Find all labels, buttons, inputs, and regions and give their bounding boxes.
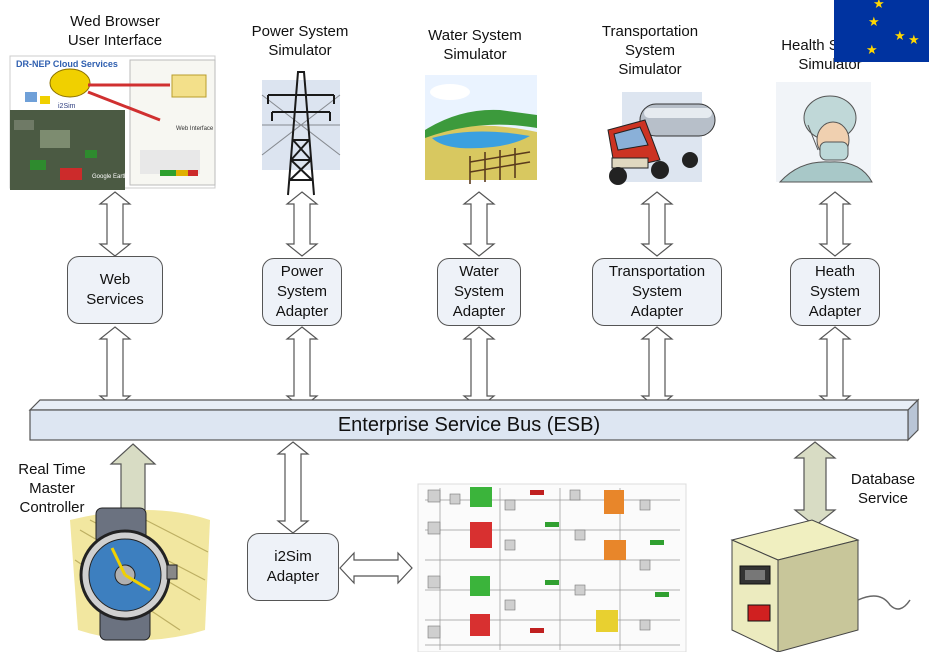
svg-text:★: ★ xyxy=(908,33,920,48)
svg-text:★: ★ xyxy=(866,43,878,58)
web-ui-title: DR-NEP Cloud Services xyxy=(16,59,118,69)
power-sim-label: Power System Simulator xyxy=(251,23,349,59)
web-ui-i2sim: i2Sim xyxy=(58,103,76,110)
esb-label: Enterprise Service Bus (ESB) xyxy=(337,413,601,436)
i2sim-diagram-arrow xyxy=(339,551,413,585)
web-ui-google-earth: Google Earth xyxy=(92,174,127,180)
web-ui-web-interface: Web Interface xyxy=(176,126,214,132)
svg-text:★: ★ xyxy=(868,15,880,30)
water-upper-arrow xyxy=(462,191,496,257)
svg-text:★: ★ xyxy=(894,29,906,44)
svg-text:★: ★ xyxy=(873,0,885,12)
power-upper-arrow xyxy=(285,191,319,257)
db-service-label: Database Service xyxy=(850,471,916,507)
health-upper-arrow xyxy=(818,191,852,257)
rt-master-label: Real Time Master Controller xyxy=(18,461,86,516)
transport-upper-arrow xyxy=(640,191,674,257)
transport-sim-label: Transportation System Simulator xyxy=(601,23,699,78)
web-browser-label: Wed Browser User Interface xyxy=(67,13,163,49)
water-sim-label: Water System Simulator xyxy=(428,27,522,63)
